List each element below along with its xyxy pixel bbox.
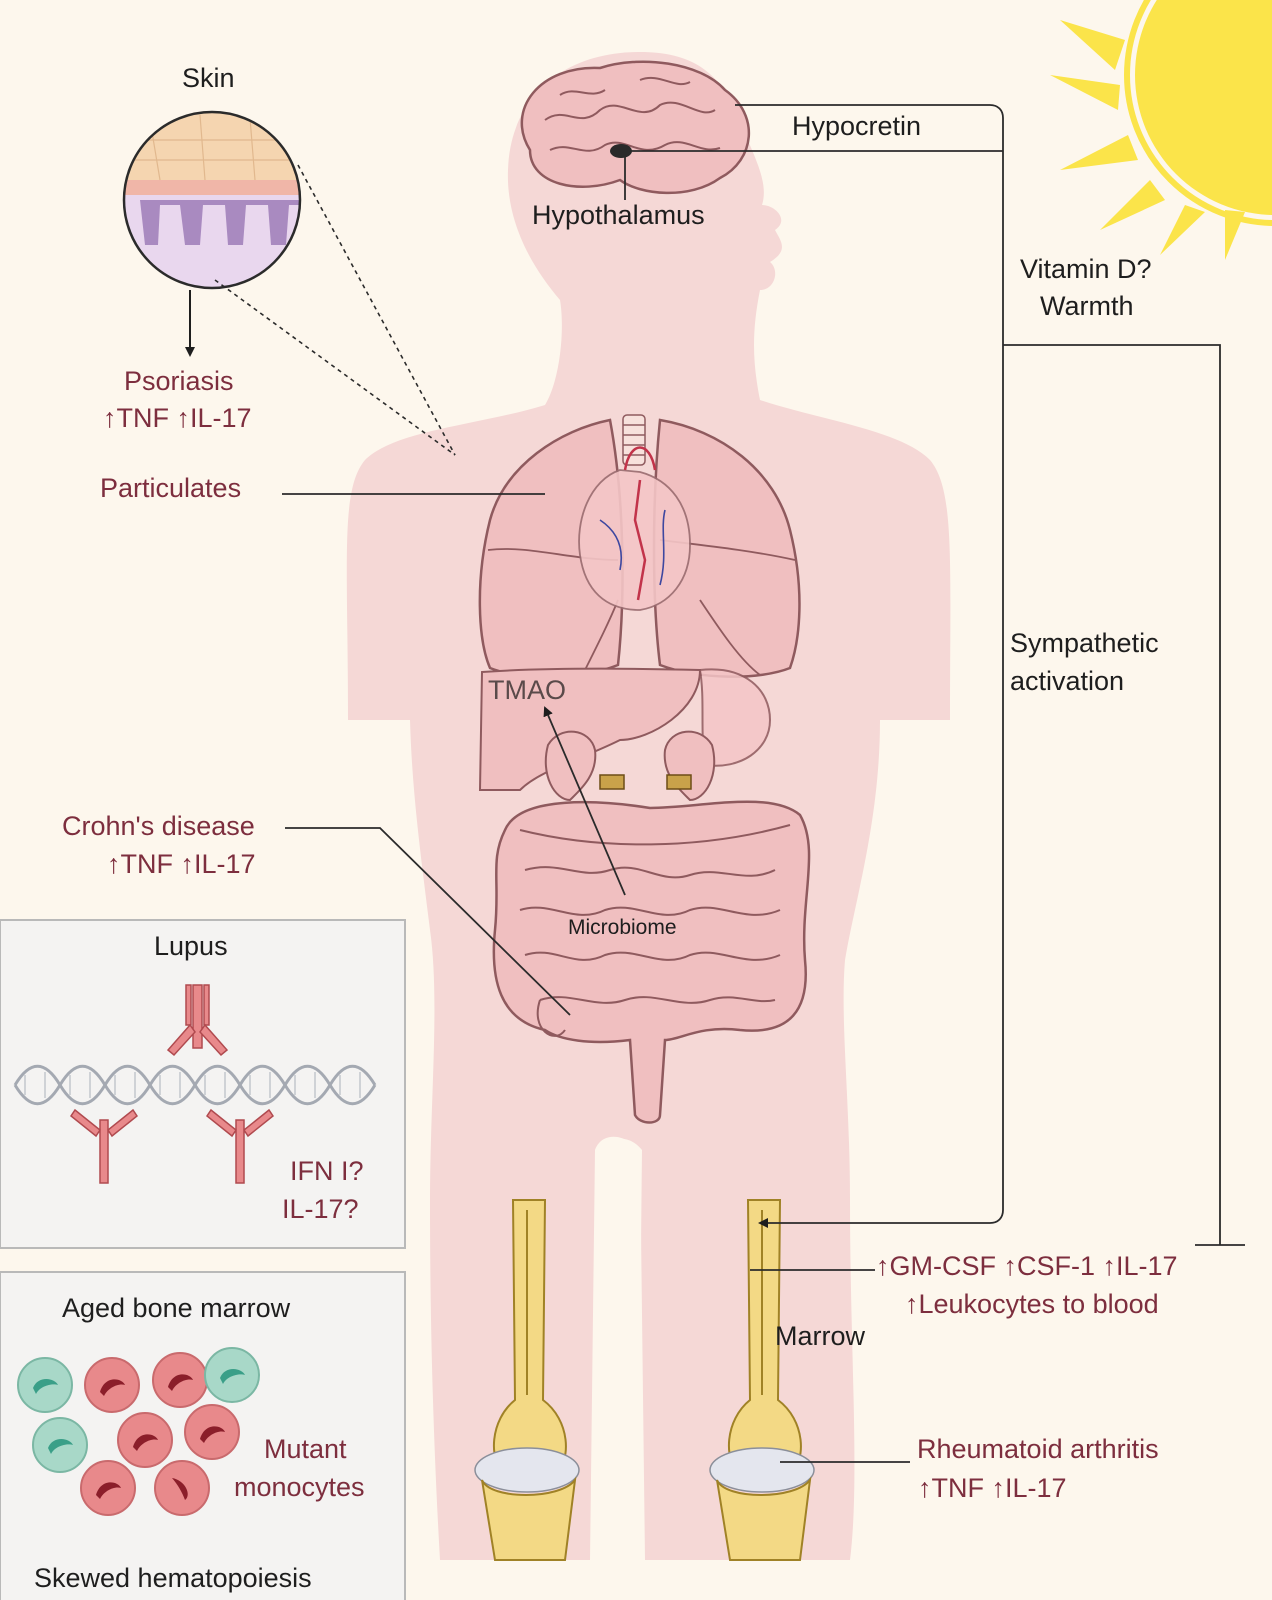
dna-helix-icon — [13, 1064, 377, 1106]
knee-joint-icon — [474, 1447, 815, 1561]
label-hypothalamus: Hypothalamus — [532, 200, 705, 230]
label-leukocytes: ↑Leukocytes to blood — [905, 1289, 1159, 1319]
label-lupus: Lupus — [154, 931, 228, 961]
label-il17q: IL-17? — [282, 1194, 359, 1224]
label-psoriasis: Psoriasis — [124, 366, 234, 396]
label-warmth: Warmth — [1040, 291, 1134, 321]
label-skin: Skin — [182, 63, 235, 93]
skin-magnifier-icon — [122, 110, 302, 290]
label-crohns-markers: ↑TNF ↑IL-17 — [107, 849, 256, 879]
lungs-icon — [478, 414, 801, 681]
brain-icon — [520, 60, 750, 195]
label-rheumatoid-arthritis: Rheumatoid arthritis — [917, 1434, 1159, 1464]
label-monocytes: monocytes — [234, 1472, 365, 1502]
label-particulates: Particulates — [100, 473, 242, 503]
connector-lines — [282, 104, 1245, 1463]
label-microbiome: Microbiome — [568, 916, 677, 939]
heart-icon — [578, 446, 691, 611]
label-activation: activation — [1010, 666, 1125, 696]
lupus-panel — [0, 919, 406, 1249]
label-aged-bone-marrow: Aged bone marrow — [62, 1293, 291, 1323]
label-tmao: TMAO — [488, 675, 566, 705]
antibody-icon — [69, 984, 275, 1184]
sun-icon — [1050, 0, 1272, 260]
label-marrow-factors: ↑GM-CSF ↑CSF-1 ↑IL-17 — [876, 1251, 1178, 1281]
label-ifn: IFN I? — [290, 1156, 364, 1186]
label-hypocretin: Hypocretin — [792, 111, 922, 141]
magnifier-projection — [214, 164, 456, 456]
monocyte-cell-icon — [17, 1347, 260, 1516]
label-mutant: Mutant — [264, 1434, 347, 1464]
label-sympathetic: Sympathetic — [1010, 628, 1159, 658]
label-vitamin-d: Vitamin D? — [1020, 254, 1152, 284]
label-ra-markers: ↑TNF ↑IL-17 — [918, 1473, 1067, 1503]
intestine-icon — [492, 800, 811, 1124]
label-crohns: Crohn's disease — [62, 811, 255, 841]
label-marrow: Marrow — [775, 1321, 866, 1351]
label-skewed-hematopoiesis: Skewed hematopoiesis — [34, 1563, 312, 1593]
aged-bone-marrow-panel — [0, 1271, 406, 1600]
label-psoriasis-markers: ↑TNF ↑IL-17 — [103, 403, 252, 433]
